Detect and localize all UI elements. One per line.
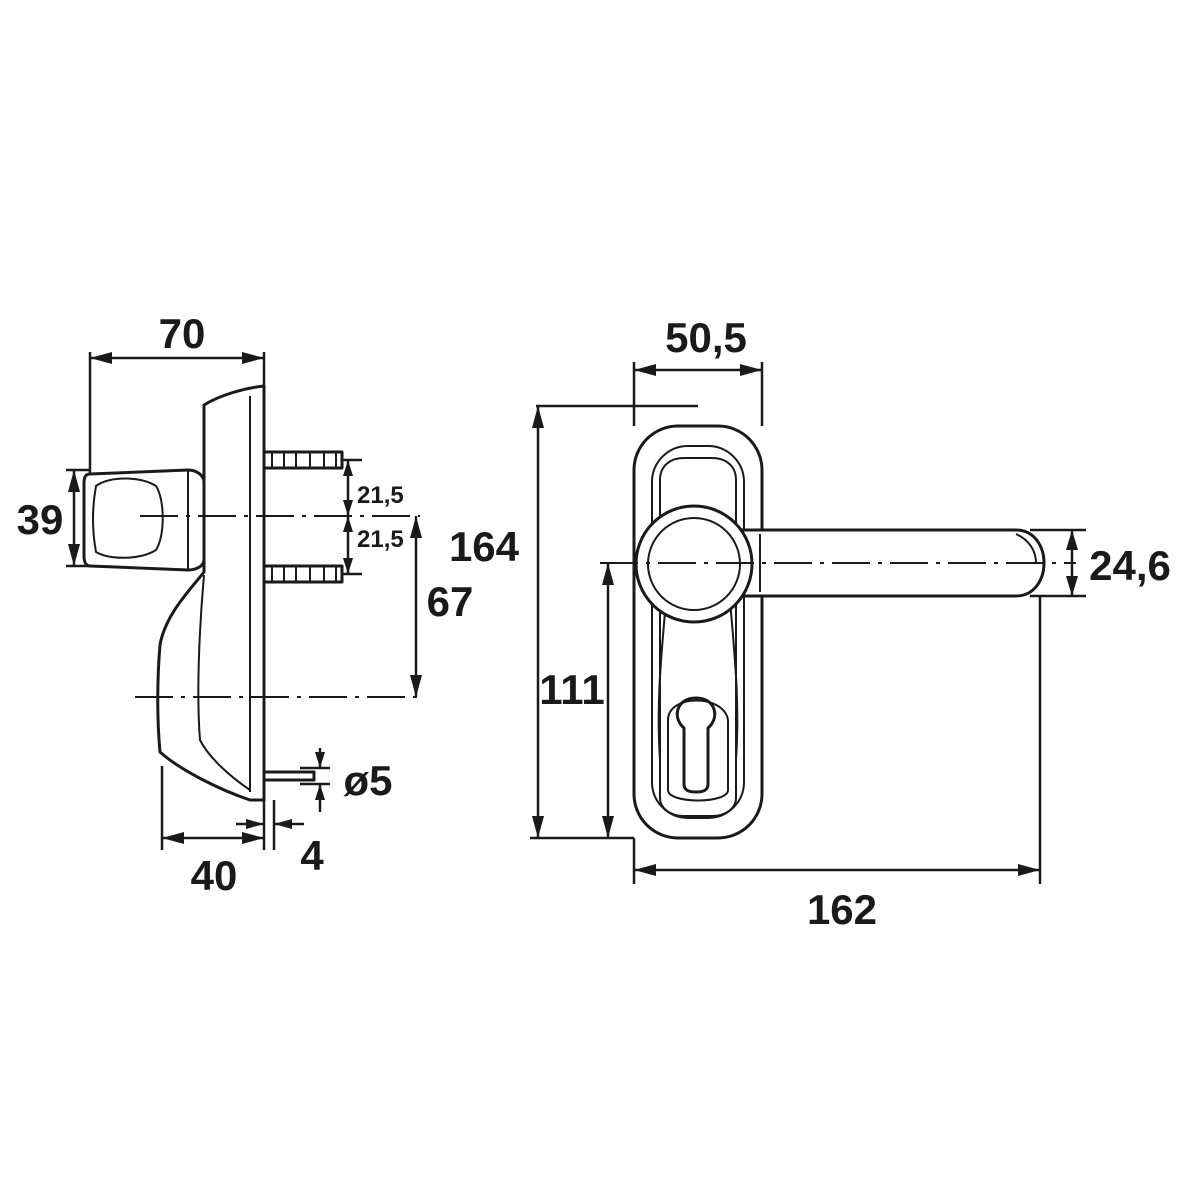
front-keyhole-surround xyxy=(667,699,729,802)
side-pin-upper xyxy=(262,450,344,470)
dim-label-knob-height: 39 xyxy=(17,496,64,543)
dim-label-overall-width: 70 xyxy=(159,310,206,357)
dim-label-handle-thickness: 24,6 xyxy=(1089,542,1171,589)
side-rosette-body xyxy=(156,384,266,802)
dim-label-center-height: 111 xyxy=(539,666,604,713)
dim-label-center-to-cylinder: 67 xyxy=(427,578,474,625)
side-knob-grip xyxy=(92,477,164,559)
front-lever-shade xyxy=(759,533,1037,592)
dim-label-pin-diameter: ø5 xyxy=(343,757,392,804)
front-plate-slot xyxy=(659,457,737,817)
dim-label-plate-width: 50,5 xyxy=(665,314,747,361)
dim-label-plate-height: 164 xyxy=(449,523,520,570)
front-handle-neck xyxy=(657,599,739,761)
side-small-pin xyxy=(262,770,316,782)
front-plate-inner xyxy=(651,445,745,819)
dim-label-handle-length: 162 xyxy=(807,886,877,933)
side-rosette-flare xyxy=(197,574,251,791)
dim-label-base-depth: 40 xyxy=(191,852,238,899)
dim-label-pin-length: 4 xyxy=(300,832,324,879)
dim-label-pin-spacing-upper: 21,5 xyxy=(357,482,404,509)
front-view: 50,5 164 24,6 111 162 xyxy=(449,314,1171,933)
dim-label-pin-spacing-lower: 21,5 xyxy=(357,526,404,553)
side-view: 70 39 21,5 21,5 67 ø5 4 40 xyxy=(17,310,474,899)
side-pin-lower xyxy=(262,564,344,584)
front-keyhole xyxy=(675,696,717,794)
